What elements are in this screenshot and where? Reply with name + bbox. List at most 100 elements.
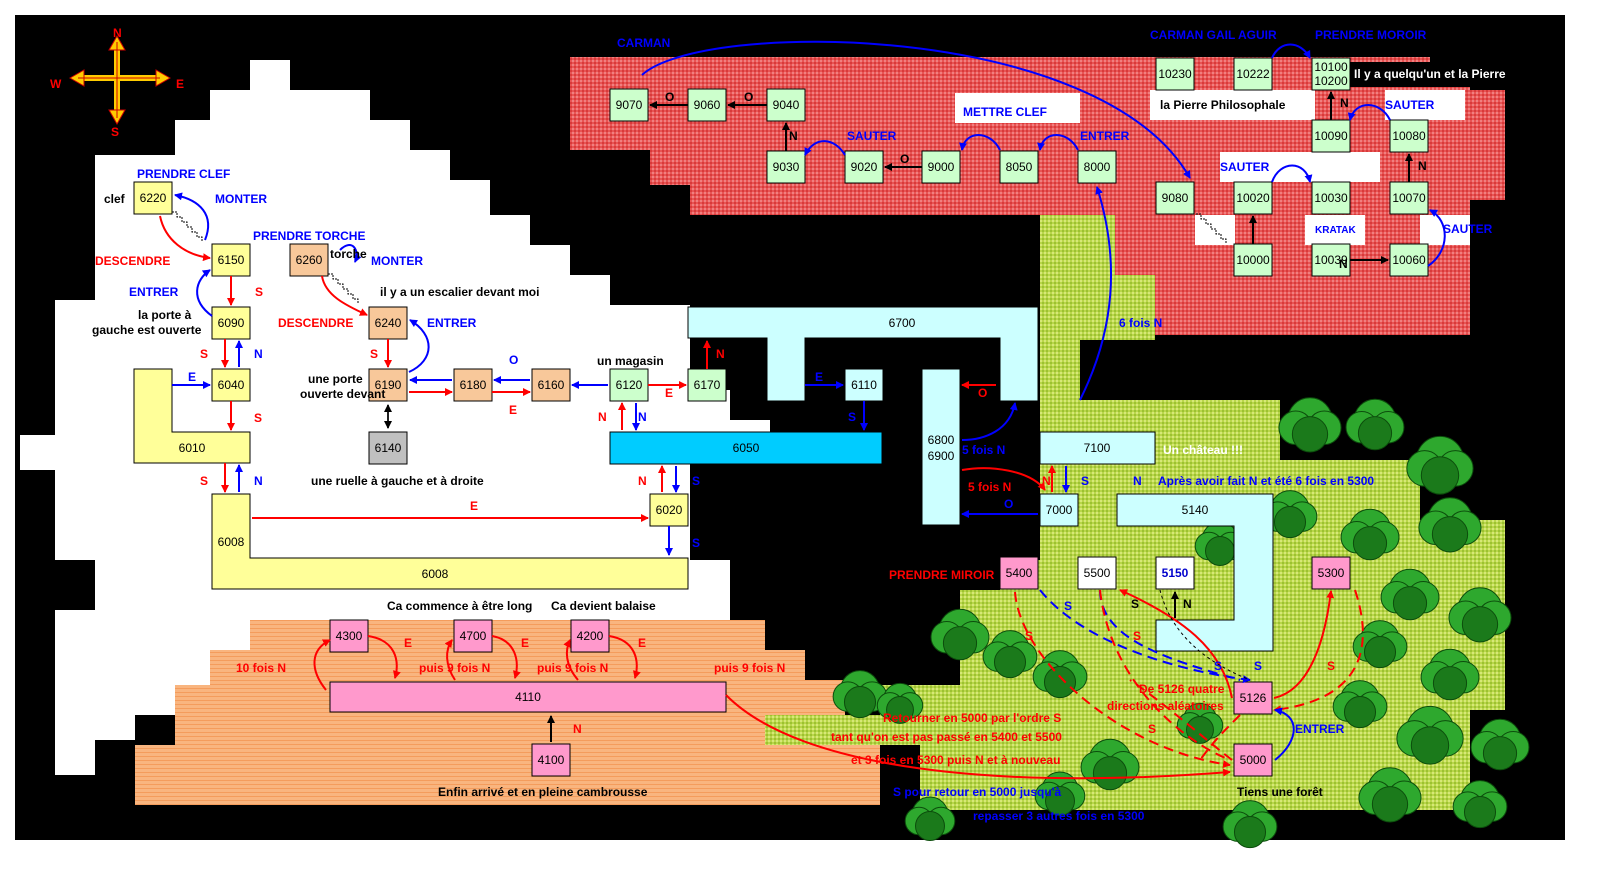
dir-n-5: N: [254, 474, 263, 488]
label-de5126-1: De 5126 quatre: [1139, 682, 1225, 696]
room-4700-label: 4700: [460, 629, 487, 643]
room-6140[interactable]: [368, 431, 408, 465]
room-6240[interactable]: [368, 306, 408, 340]
room-5300[interactable]: [1311, 556, 1351, 590]
room-9030-label: 9030: [773, 160, 800, 174]
room-10090-label: 10090: [1314, 129, 1348, 143]
room-4110[interactable]: [329, 681, 727, 713]
room-6040[interactable]: [211, 368, 251, 402]
label-sauter-1: SAUTER: [847, 129, 897, 143]
room-5140[interactable]: [1116, 493, 1274, 652]
label-kratak: KRATAK: [1315, 225, 1357, 236]
room-9040-label: 9040: [773, 98, 800, 112]
dir-o-1: O: [665, 90, 674, 104]
room-5150-label: 5150: [1162, 566, 1189, 580]
room-6260[interactable]: [289, 243, 329, 277]
room-5500[interactable]: [1077, 556, 1117, 590]
label-prendre-miroir: PRENDRE MIROIR: [889, 568, 995, 582]
room-8050[interactable]: [999, 150, 1039, 184]
label-monter-2: MONTER: [371, 254, 423, 268]
room-9000[interactable]: [921, 150, 961, 184]
label-apres: Après avoir fait N et été 6 fois en 5300: [1158, 474, 1374, 488]
room-6190[interactable]: [368, 368, 408, 402]
dir-n-14: N: [1339, 257, 1348, 271]
room-9000-label: 9000: [928, 160, 955, 174]
room-6120[interactable]: [609, 368, 649, 402]
label-retour-1: Retourner en 5000 par l'ordre S: [883, 711, 1061, 725]
room-10090[interactable]: [1311, 119, 1351, 153]
room-6140-label: 6140: [375, 441, 402, 455]
dir-n-13: N: [1133, 474, 1142, 488]
room-9070[interactable]: [609, 88, 649, 122]
room-4300-label: 4300: [336, 629, 363, 643]
dir-n-4: N: [254, 347, 263, 361]
room-6110[interactable]: [844, 368, 884, 402]
room-4300[interactable]: [329, 619, 369, 653]
room-6050[interactable]: [609, 431, 883, 465]
label-puis-9-c: puis 9 fois N: [714, 661, 785, 675]
room-7100[interactable]: [1039, 431, 1156, 465]
room-10020[interactable]: [1233, 181, 1273, 215]
room-6020[interactable]: [649, 493, 689, 527]
room-6180[interactable]: [453, 368, 493, 402]
room-5400[interactable]: [999, 556, 1039, 590]
compass-rose: N S W E: [50, 26, 184, 139]
room-10080[interactable]: [1389, 119, 1429, 153]
room-10039[interactable]: [1311, 243, 1351, 277]
room-6220[interactable]: [133, 181, 173, 215]
tree-icon: [1452, 780, 1508, 829]
label-entrer-8000: ENTRER: [1080, 129, 1130, 143]
room-6008[interactable]: [211, 493, 689, 590]
room-5126[interactable]: [1233, 681, 1273, 715]
room-9060[interactable]: [687, 88, 727, 122]
dir-s-6: S: [692, 474, 700, 488]
dir-s-15: S: [1025, 629, 1033, 643]
dir-s-5: S: [370, 347, 378, 361]
room-6150-label: 6150: [218, 253, 245, 267]
room-10230[interactable]: [1155, 57, 1195, 91]
label-porte-devant-2: ouverte devant: [300, 387, 385, 401]
room-4100-label: 4100: [538, 753, 565, 767]
room-10222[interactable]: [1233, 57, 1273, 91]
tree-icon: [1358, 767, 1422, 823]
room-9080[interactable]: [1155, 181, 1195, 215]
label-cinq-fois-n-2: 5 fois N: [968, 480, 1011, 494]
room-4200[interactable]: [570, 619, 610, 653]
room-6190-label: 6190: [375, 378, 402, 392]
room-10070[interactable]: [1389, 181, 1429, 215]
label-cinq-fois-n-1: 5 fois N: [962, 443, 1005, 457]
room-10030[interactable]: [1311, 181, 1351, 215]
dir-s-3: S: [254, 411, 262, 425]
room-10100[interactable]: [1311, 57, 1351, 91]
room-9020[interactable]: [844, 150, 884, 184]
tree-icon: [1340, 508, 1400, 561]
room-6010[interactable]: [133, 368, 251, 464]
dir-e-8: E: [638, 636, 646, 650]
tree-icon: [1278, 397, 1342, 453]
room-6090[interactable]: [211, 306, 251, 340]
label-retour-5: repasser 3 autres fois en 5300: [973, 809, 1145, 823]
room-6170[interactable]: [687, 368, 727, 402]
room-5300-label: 5300: [1318, 566, 1345, 580]
room-6700[interactable]: [687, 306, 1039, 402]
room-8000[interactable]: [1077, 150, 1117, 184]
tree-icon: [1222, 800, 1278, 849]
room-6160[interactable]: [531, 368, 571, 402]
dir-e-5: E: [815, 370, 823, 384]
label-prendre-clef: PRENDRE CLEF: [137, 167, 230, 181]
room-9030[interactable]: [766, 150, 806, 184]
room-10060[interactable]: [1389, 243, 1429, 277]
room-7000[interactable]: [1039, 493, 1079, 527]
room-6700-label: 6700: [889, 316, 916, 330]
room-6900-label: 6900: [928, 449, 955, 463]
room-4700[interactable]: [453, 619, 493, 653]
room-7000-label: 7000: [1046, 503, 1073, 517]
room-6800[interactable]: [921, 368, 961, 526]
tree-icon: [1034, 771, 1086, 816]
room-4100[interactable]: [531, 743, 571, 777]
room-5126-label: 5126: [1240, 691, 1267, 705]
label-cambrousse: Enfin arrivé et en pleine cambrousse: [438, 785, 648, 799]
room-5150[interactable]: [1155, 556, 1195, 590]
dir-s-4: S: [200, 474, 208, 488]
room-5000[interactable]: [1233, 743, 1273, 777]
